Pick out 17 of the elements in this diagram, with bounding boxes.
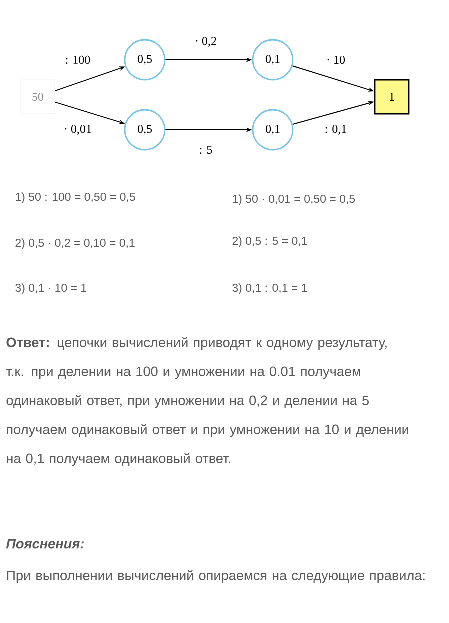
edge-label: : 0,1 (324, 124, 348, 136)
answer-paragraph: Ответ: цепочки вычислений приводят к одному результату, т.к. при делении на 100 и умножении на 0.01 получаем одинаковый ответ, при умножении на 0,2 и делении на 5 получаем одинаковый ответ и при умножении на 10 и делении на 0,1 получаем одинаковый ответ. (6, 337, 408, 466)
edge-label: · 0,2 (194, 36, 218, 48)
calculation: 1) 50 : 100 = 0,50 = 0,5 (16, 192, 136, 204)
calculation: 3) 0,1 · 10 = 1 (16, 284, 87, 294)
edge-label: · 0,01 (63, 124, 93, 136)
start-box: 50 (20, 80, 56, 114)
edge-label: · 10 (326, 54, 346, 66)
edge-label: : 100 (64, 54, 92, 66)
explanation-paragraph: При выполнении вычислений опираемся на следующие правила: (7, 570, 425, 584)
result-box: 1 (374, 79, 410, 115)
edge-label: : 5 (198, 145, 214, 156)
calculation: 2) 0,5 : 5 = 0,1 (232, 236, 308, 248)
calculation: 1) 50 · 0,01 = 0,50 = 0,5 (233, 194, 356, 206)
calculation: 2) 0,5 · 0,2 = 0,10 = 0,1 (16, 238, 135, 250)
section-heading: Пояснения: (6, 539, 84, 549)
calculation: 3) 0,1 : 0,1 = 1 (232, 284, 308, 294)
